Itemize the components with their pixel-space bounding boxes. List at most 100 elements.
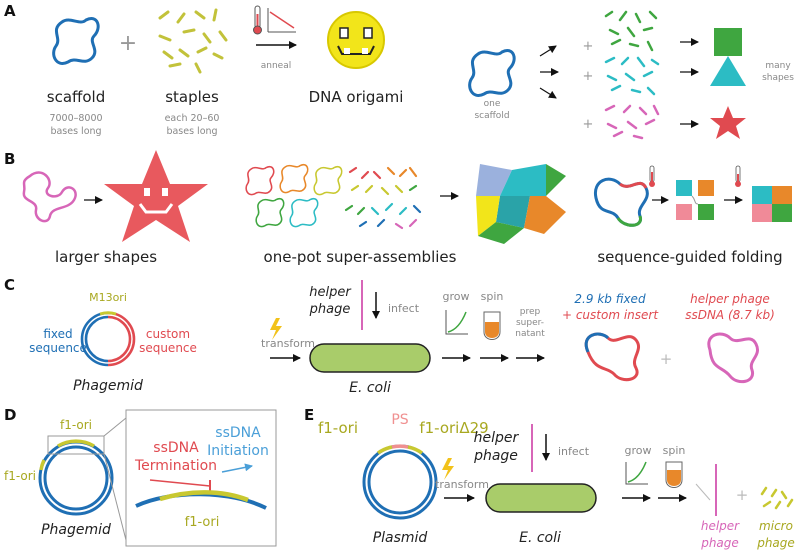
super-assemblies-label: one-pot super-assemblies: [264, 248, 457, 266]
f1ori-top-label: f1-ori: [60, 418, 92, 432]
zoom-inset: [125, 409, 277, 547]
partial-tiles: [676, 180, 714, 220]
multicolor-scaffolds: [245, 163, 343, 228]
phagemid-plasmid-d: [38, 439, 114, 516]
ecoli-label-e: E. coli: [519, 530, 561, 546]
one-scaffold-line1: one: [484, 99, 501, 109]
branch-arrow-bottom: [539, 87, 557, 99]
plus-sign-e: +: [736, 486, 749, 504]
thermometer-icon: [253, 5, 262, 35]
sequence-guided-label: sequence-guided folding: [597, 248, 782, 266]
transform-label-c: transform: [261, 337, 315, 350]
m13ori-label: M13ori: [89, 291, 127, 304]
f1ori-label-e: f1-ori: [318, 419, 358, 437]
f1ori-delta-label: f1-oriΔ29: [419, 419, 488, 437]
green-square-shape: [714, 28, 742, 56]
many-shapes-line1: many: [765, 61, 791, 71]
microphage-line2: phage: [756, 536, 795, 550]
prep-line1: prep: [520, 307, 541, 317]
custom-sequence-line1: custom: [146, 327, 190, 341]
fixed-sequence-line1: fixed: [43, 327, 72, 341]
helper-phage-line2-e: phage: [473, 448, 518, 464]
fixed-kb-label: 2.9 kb fixed: [574, 292, 646, 306]
pink-long-scaffold: [22, 171, 77, 223]
f1ori-left-label: f1-ori: [4, 469, 36, 483]
microphage-line1: micro: [759, 519, 793, 533]
plus-sign-c: +: [660, 350, 673, 368]
phagemid-label-c: Phagemid: [73, 378, 143, 394]
plasmid-e: [362, 444, 438, 520]
helper-ssdna-line1: helper phage: [690, 292, 770, 306]
panel-label-e: E: [304, 406, 314, 424]
zoom-line-bottom: [103, 453, 127, 541]
split-line: [695, 483, 711, 501]
termination-line2: Termination: [134, 458, 217, 474]
one-scaffold-loop: [468, 49, 516, 97]
lightning-icon-e: [442, 458, 454, 480]
phagemid-label-d: Phagemid: [41, 522, 111, 538]
dna-origami-label: DNA origami: [309, 88, 404, 106]
f1ori-highlight-box: [47, 435, 105, 455]
growth-curve-icon-e: [625, 461, 648, 485]
staples-length-line1: each 20–60: [165, 113, 220, 124]
one-scaffold-line2: scaffold: [474, 111, 509, 121]
scaffold-loop: [52, 17, 100, 65]
multicolor-staples: [344, 166, 422, 230]
phagemid-plasmid-c: [80, 311, 136, 367]
lightning-icon-c: [270, 318, 282, 340]
panel-label-c: C: [4, 276, 15, 294]
panel-label-a: A: [4, 2, 16, 20]
termination-bar: [149, 479, 211, 487]
initiation-arrow: [221, 463, 253, 473]
staples-length-line2: bases long: [166, 126, 217, 137]
ecoli-cell-e: [485, 483, 597, 513]
anneal-label: anneal: [261, 61, 291, 71]
helper-phage-line2-c: phage: [309, 302, 351, 317]
super-assembly-polyhedron: [476, 164, 566, 244]
growth-curve-icon-c: [445, 310, 468, 335]
initiation-line2: Initiation: [207, 443, 269, 459]
zoom-line-top: [103, 417, 127, 437]
infect-label-e: infect: [558, 445, 590, 458]
fixed-sequence-line2: sequence: [29, 341, 87, 355]
scaffold-label: scaffold: [47, 88, 105, 106]
helper-phage-line1-c: helper: [309, 285, 352, 300]
panel-label-d: D: [4, 406, 16, 424]
rainbow-scaffold-red-segment: [619, 181, 648, 189]
teal-triangle-shape: [710, 56, 746, 86]
grow-label-c: grow: [443, 290, 470, 303]
prep-line3: natant: [515, 329, 545, 339]
helper-phage-output-line1: helper: [701, 519, 740, 533]
plus-teal: +: [583, 69, 594, 84]
ps-label: PS: [391, 412, 408, 428]
transform-label-e: transform: [435, 478, 489, 491]
product-scaffold-c: [584, 332, 641, 382]
rainbow-scaffold: [593, 177, 649, 227]
scaffold-length-line2: bases long: [50, 126, 101, 137]
spin-label-c: spin: [481, 290, 504, 303]
infect-label-c: infect: [388, 302, 420, 315]
grow-label-e: grow: [625, 444, 652, 457]
folded-tiles: [752, 186, 792, 222]
tube-icon-e: [665, 461, 683, 488]
helper-phage-line1-e: helper: [474, 430, 520, 446]
f1ori-bottom-label: f1-ori: [185, 515, 220, 530]
staples-label: staples: [165, 88, 219, 106]
thermometer-icon-2: [649, 165, 655, 187]
panel-label-b: B: [4, 150, 15, 168]
red-star-shape: [710, 106, 746, 139]
ecoli-cell-c: [309, 343, 431, 373]
scaffold-length-line1: 7000–8000: [49, 113, 102, 124]
temperature-ramp-icon: [267, 8, 296, 33]
product-scaffold-fixed-segment: [584, 332, 610, 353]
larger-shapes-label: larger shapes: [55, 248, 157, 266]
termination-line1: ssDNA: [153, 440, 199, 456]
staples-group: [158, 8, 228, 74]
spin-label-e: spin: [663, 444, 686, 457]
plus-sign: +: [119, 31, 137, 56]
custom-sequence-line2: sequence: [139, 341, 197, 355]
helper-ssdna-loop: [707, 332, 759, 384]
many-shapes-line2: shapes: [762, 73, 794, 83]
f1ori-segment: [159, 490, 249, 503]
